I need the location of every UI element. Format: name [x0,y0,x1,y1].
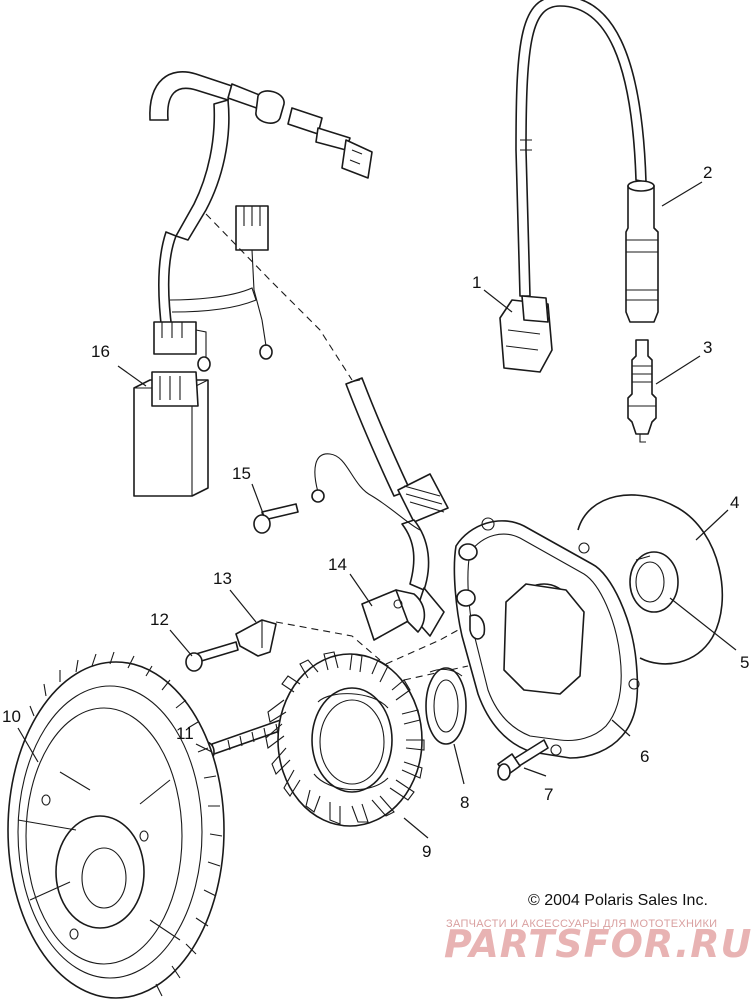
leader-lines [17,181,737,839]
watermark-tagline: ЗАПЧАСТИ И АКСЕССУАРЫ ДЛЯ МОТОТЕХНИКИ [446,918,718,930]
callout-13: 13 [213,569,232,588]
callout-15: 15 [232,464,251,483]
callout-9: 9 [422,842,432,861]
bearing [629,551,679,613]
screw-7 [497,739,549,781]
ignition-coil [499,0,647,373]
callout-12: 12 [150,610,169,629]
callout-10: 10 [2,707,21,726]
stator-housing [453,517,640,759]
pulse-pickup [361,589,426,641]
callout-8: 8 [460,793,470,812]
screw-15 [253,503,299,534]
callout-2: 2 [703,163,713,182]
callout-5: 5 [740,653,750,672]
callout-1: 1 [472,273,482,292]
wire-harness [149,71,449,637]
bracket-13 [235,619,277,657]
callout-11: 11 [176,724,194,743]
callout-14: 14 [328,555,347,574]
callout-6: 6 [640,747,650,766]
cdi-box [133,371,209,497]
spark-plug-cap [625,180,659,323]
stator [265,651,425,827]
copyright-notice: © 2004 Polaris Sales Inc. [528,892,708,909]
o-ring [577,494,724,665]
callout-4: 4 [730,493,740,512]
screw-12 [185,641,239,672]
flywheel [7,651,225,999]
callout-7: 7 [544,785,554,804]
oil-seal [425,667,467,745]
callout-16: 16 [91,342,110,361]
spark-plug [627,339,657,443]
ground-wire [311,453,421,531]
callout-3: 3 [703,338,713,357]
watermark-brand: PARTSFOR.RU [444,922,753,966]
